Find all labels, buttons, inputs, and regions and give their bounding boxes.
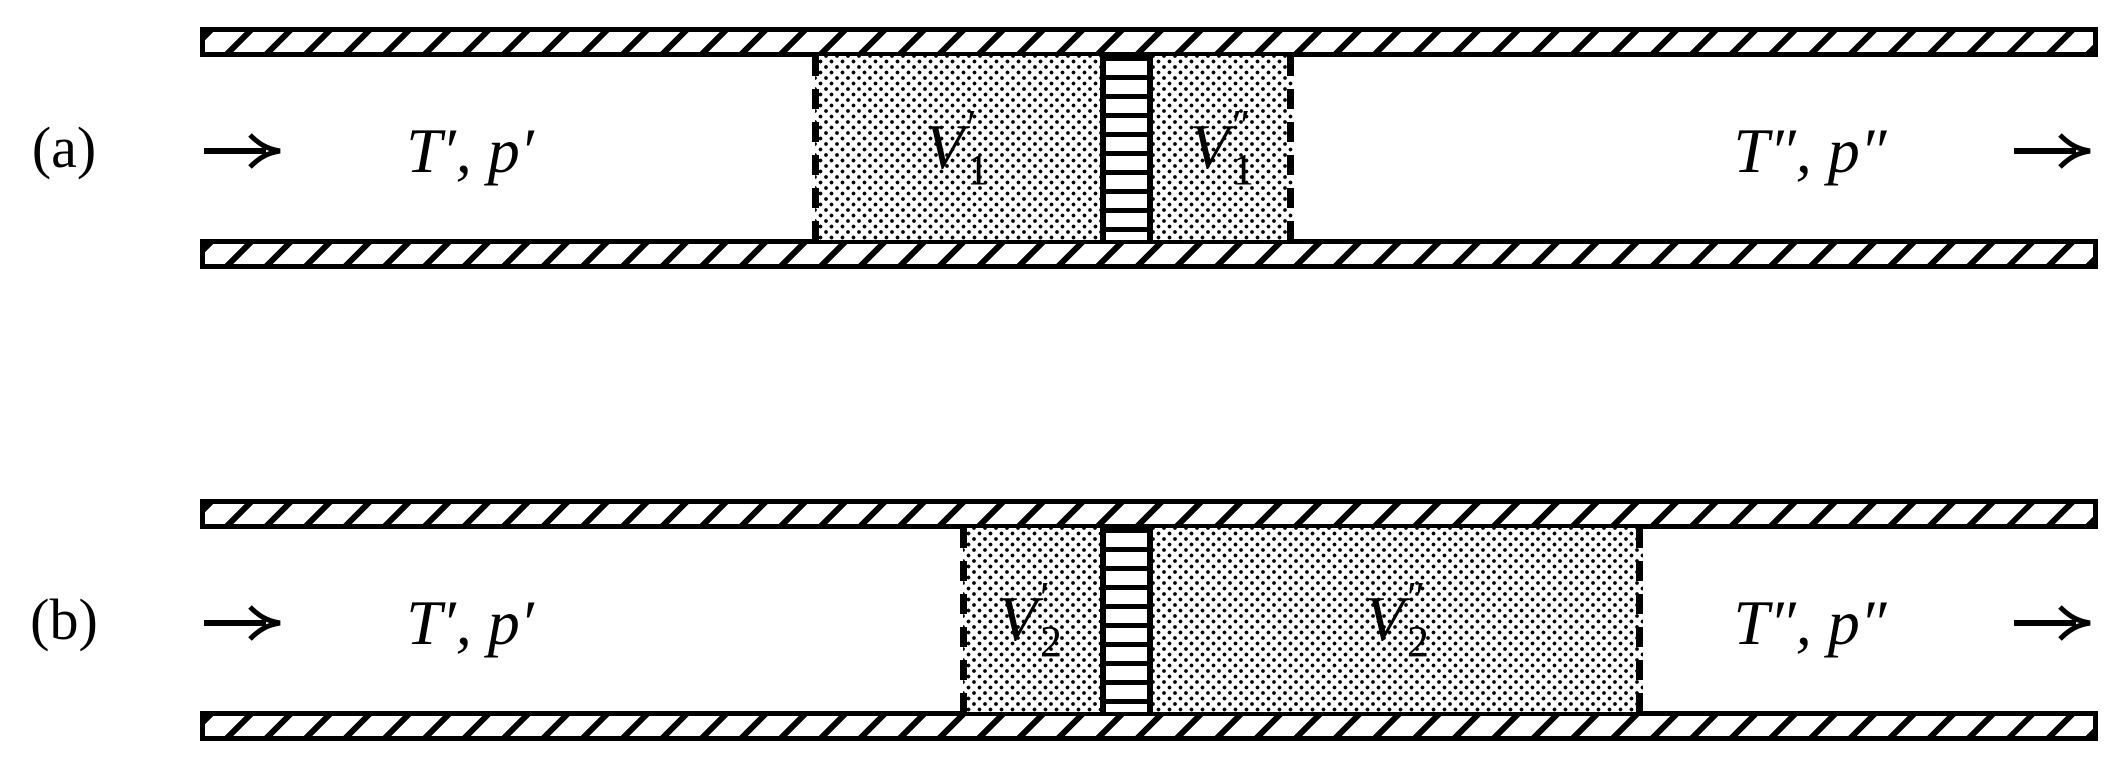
panel-a-upstream-boundary-dashed-line	[812, 56, 819, 240]
panel-b-label: (b)	[30, 586, 98, 652]
prime-mark: ′	[1040, 572, 1050, 622]
prime-mark: ′	[967, 100, 977, 150]
panel-a-upstream-volume-label: V ′ 1	[857, 99, 1057, 194]
panel-b-porous-plug	[1100, 528, 1153, 712]
subscript: 1	[1232, 144, 1255, 194]
volume-symbol: V	[1364, 582, 1405, 654]
panel-a-tube-top-wall	[200, 27, 2098, 57]
volume-symbol-marks: ″ 2	[1407, 572, 1430, 666]
panel-b-downstream-boundary-dashed-line	[1636, 528, 1643, 712]
panel-b-outlet-state-label: T″, p″	[1733, 587, 1887, 658]
subscript: 2	[1407, 616, 1430, 666]
panel-b-downstream-volume-label: V ″ 2	[1297, 571, 1497, 666]
panel-b-tube-bottom-wall	[200, 711, 2098, 741]
panel-b-tube-top-wall	[200, 499, 2098, 529]
panel-a-upstream-volume-region	[815, 56, 1100, 240]
volume-symbol-marks: ″ 1	[1232, 100, 1255, 194]
panel-a-outflow-arrow-icon	[2012, 131, 2094, 171]
panel-a-downstream-volume-region	[1153, 56, 1294, 240]
panel-a-porous-plug	[1100, 56, 1153, 240]
panel-a-inlet-state-label: T′, p′	[406, 115, 534, 186]
subscript: 2	[1040, 616, 1063, 666]
panel-a-label: (a)	[31, 114, 97, 180]
panel-b-inflow-arrow-icon	[202, 603, 284, 643]
panel-b-outflow-arrow-icon	[2012, 603, 2094, 643]
panel-b-upstream-volume-label: V ′ 2	[930, 571, 1130, 666]
panel-a-downstream-volume-label: V ″ 1	[1122, 99, 1322, 194]
volume-symbol-marks: ′ 2	[1040, 572, 1063, 666]
volume-symbol-marks: ′ 1	[967, 100, 990, 194]
panel-b-upstream-boundary-dashed-line	[960, 528, 967, 712]
panel-b-inlet-state-label: T′, p′	[406, 587, 534, 658]
panel-b-upstream-volume-region	[963, 528, 1100, 712]
panel-a-downstream-boundary-dashed-line	[1287, 56, 1294, 240]
volume-symbol: V	[924, 110, 965, 182]
panel-a-outlet-state-label: T″, p″	[1733, 115, 1887, 186]
subscript: 1	[967, 144, 990, 194]
volume-symbol: V	[997, 582, 1038, 654]
volume-symbol: V	[1189, 110, 1230, 182]
panel-a-inflow-arrow-icon	[202, 131, 284, 171]
double-prime-mark: ″	[1407, 572, 1426, 622]
panel-a-tube-bottom-wall	[200, 239, 2098, 269]
double-prime-mark: ″	[1232, 100, 1251, 150]
panel-b-downstream-volume-region	[1153, 528, 1643, 712]
